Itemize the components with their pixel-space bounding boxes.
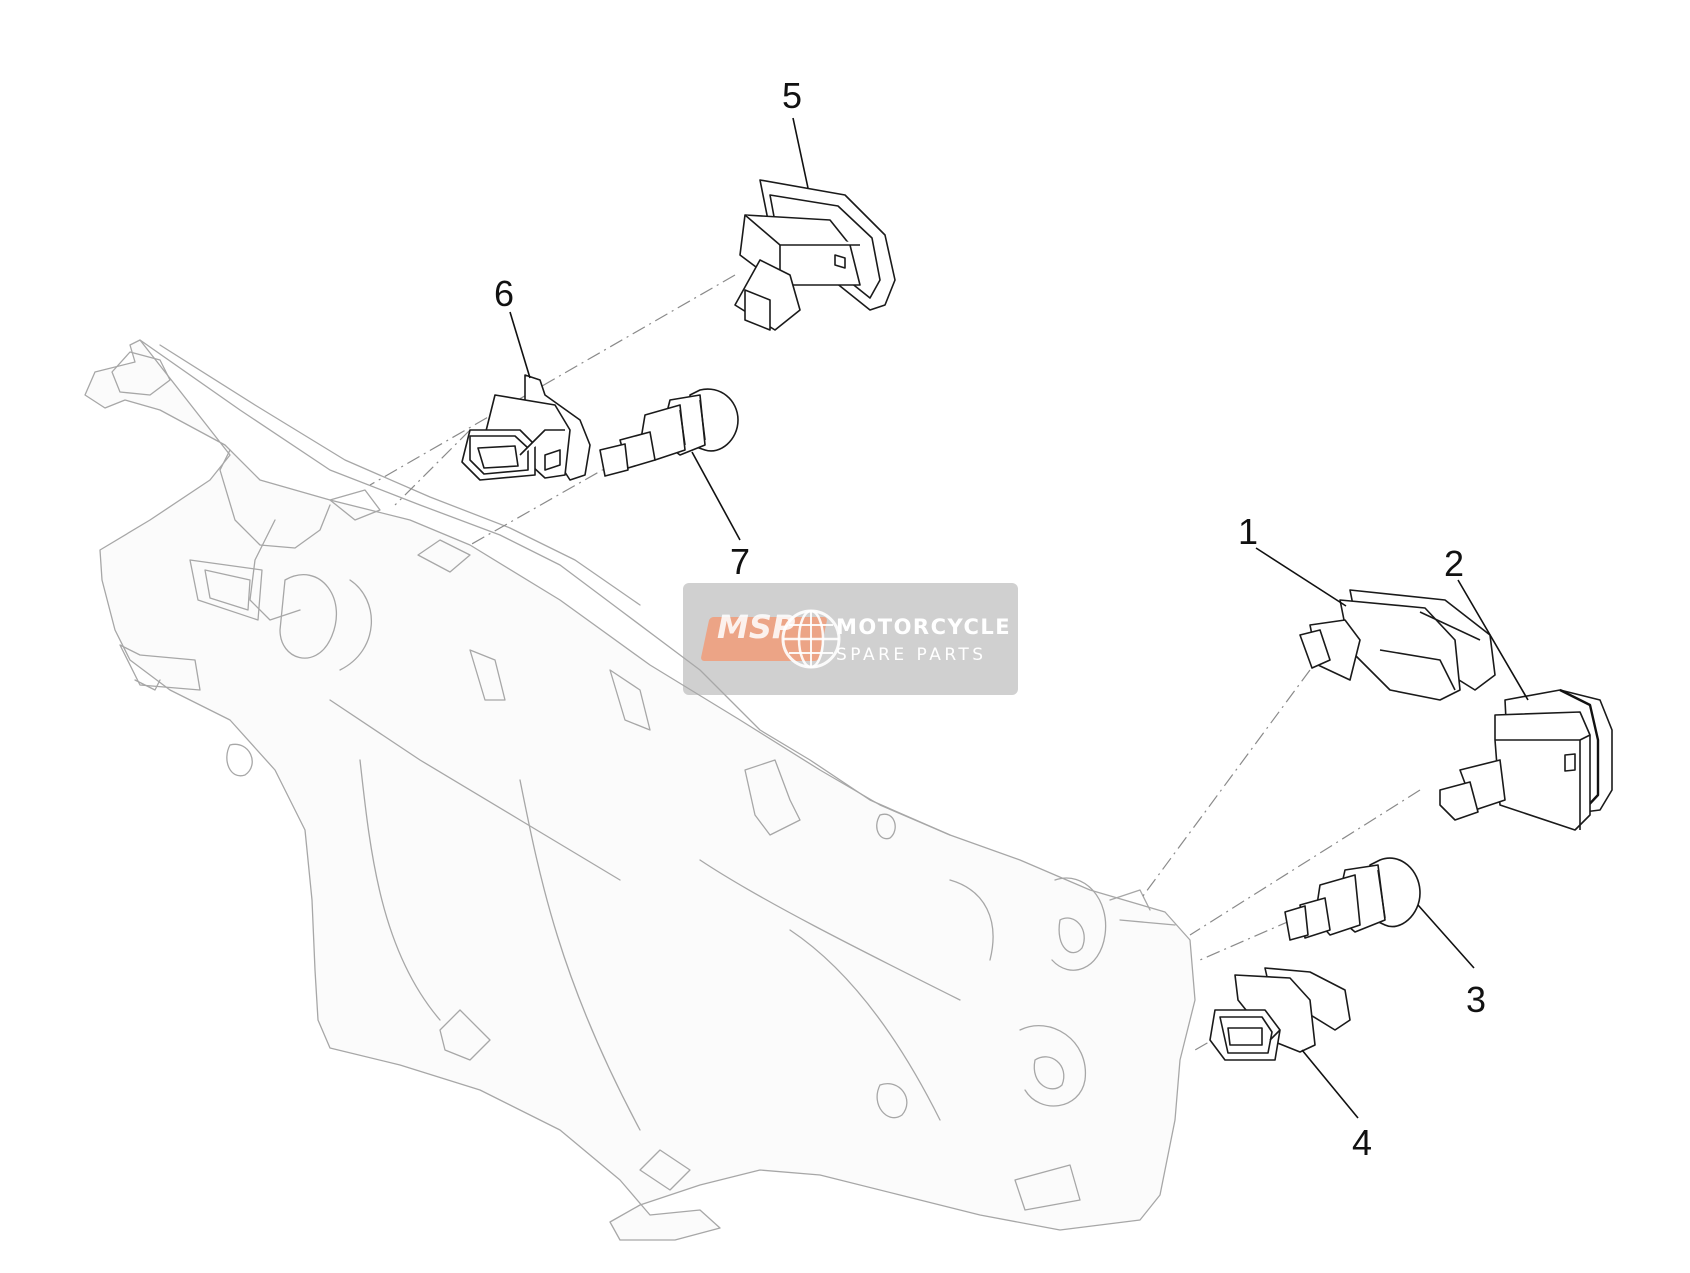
callout-4: 4 (1352, 1122, 1372, 1163)
watermark-subtitle: SPARE PARTS (836, 645, 987, 665)
part-7-plug (599, 388, 739, 477)
watermark-title: MOTORCYCLE (836, 615, 1012, 639)
callout-6: 6 (494, 273, 514, 314)
part-6-switch (461, 374, 591, 481)
callout-7: 7 (730, 541, 750, 582)
part-5-switch (734, 179, 896, 331)
part-1-switch (1299, 589, 1496, 701)
part-3-plug (1284, 857, 1421, 941)
callout-labels: 1 2 3 4 5 6 7 (494, 75, 1486, 1163)
callout-2: 2 (1444, 543, 1464, 584)
watermark: MSP MOTORCYCLE SPARE PARTS (683, 583, 1018, 695)
assembly-guide-lines (369, 274, 1421, 1051)
callout-leaders (509, 117, 1529, 1119)
callout-1: 1 (1238, 511, 1258, 552)
callout-3: 3 (1466, 979, 1486, 1020)
part-2-switch (1439, 688, 1613, 831)
globe-icon (781, 609, 841, 669)
part-4-switch (1209, 967, 1351, 1061)
watermark-logo: MSP (700, 603, 875, 675)
handlebar-cover-housing (84, 339, 1196, 1241)
callout-5: 5 (782, 75, 802, 116)
